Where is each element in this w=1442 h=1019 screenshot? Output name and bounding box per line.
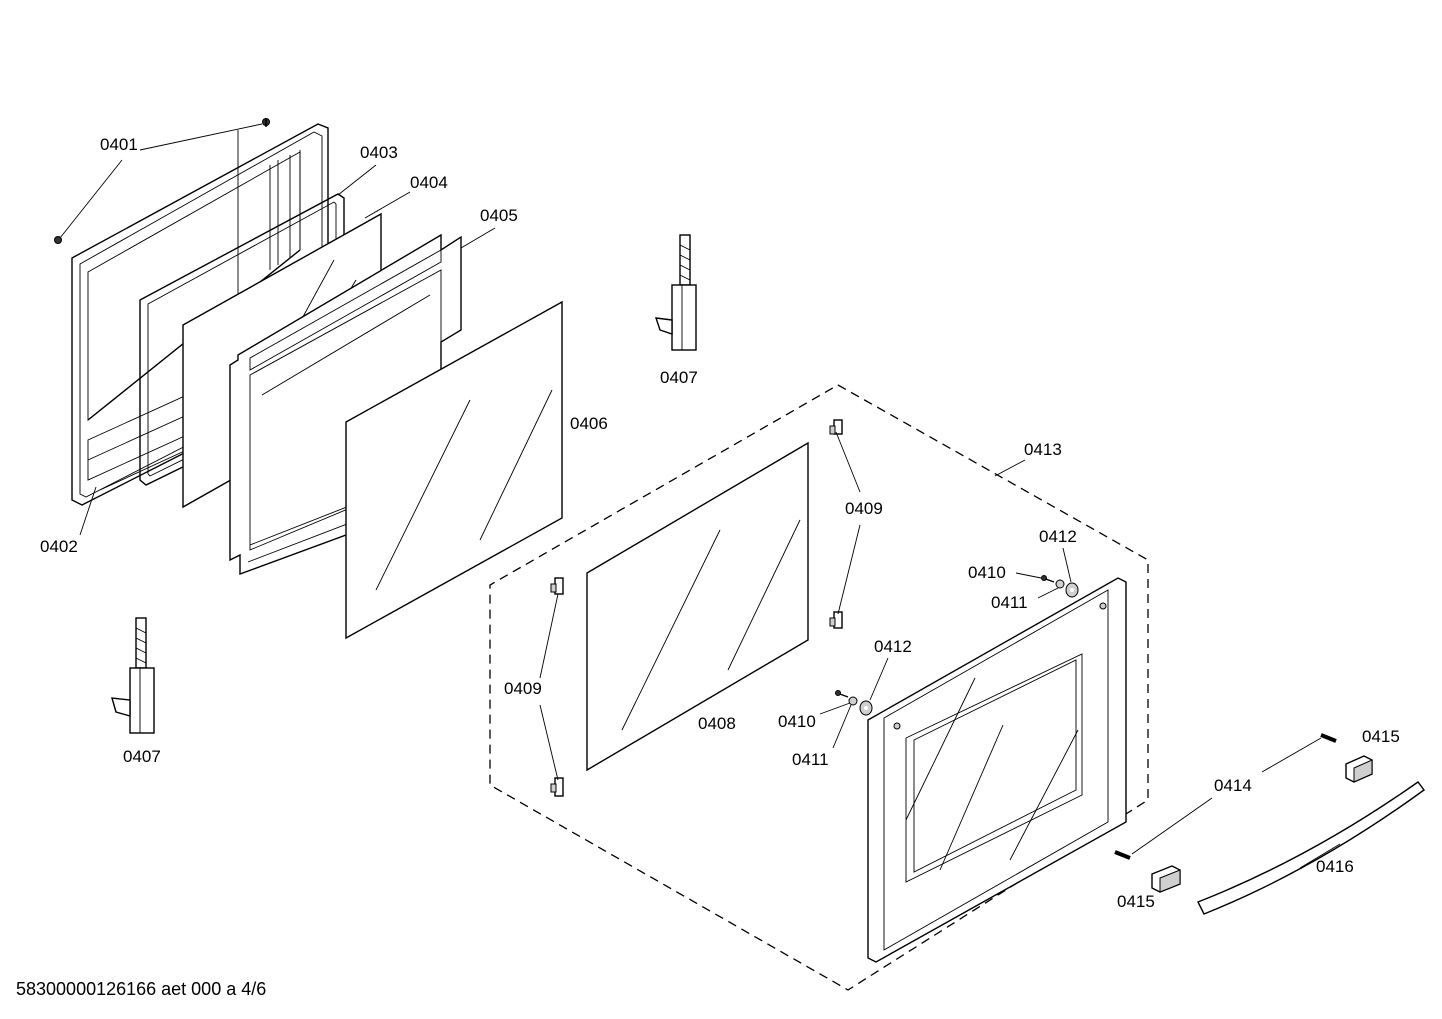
label-0416: 0416 [1316, 857, 1354, 876]
clip-0409-bottom-left [550, 777, 564, 797]
label-0409-left: 0409 [504, 679, 542, 698]
screw-0401-left [54, 236, 62, 244]
label-0412-top: 0412 [1039, 527, 1077, 546]
label-0411-top: 0411 [991, 593, 1028, 612]
label-0403: 0403 [360, 143, 398, 162]
spacer-0412-bottom [859, 700, 873, 716]
document-id: 58300000126166 aet 000 a 4/6 [16, 979, 267, 999]
label-0415-bottom: 0415 [1117, 892, 1155, 911]
assembly-outline-0413 [489, 384, 1149, 991]
end-cap-0415-bottom [1151, 865, 1181, 893]
door-handle [1197, 781, 1425, 915]
label-0402: 0402 [40, 537, 78, 556]
label-0408: 0408 [698, 714, 736, 733]
label-0401: 0401 [100, 135, 138, 154]
screw-0410-top [1041, 575, 1055, 583]
label-0411-bottom: 0411 [792, 750, 829, 769]
label-0407-top: 0407 [660, 368, 698, 387]
clip-0409-top-left [550, 577, 564, 595]
end-cap-0415-top [1345, 755, 1373, 783]
label-0409-right: 0409 [845, 499, 883, 518]
glass-pane-0406 [345, 300, 563, 640]
washer-0411-bottom [848, 696, 858, 706]
spacer-0412-top [1065, 582, 1079, 598]
hinge-0407-left [111, 617, 155, 734]
clip-0409-bottom-right [829, 611, 843, 629]
label-0407-left: 0407 [123, 747, 161, 766]
label-0406: 0406 [570, 414, 608, 433]
glass-pane-0408 [586, 441, 809, 772]
outer-door-panel [867, 577, 1127, 963]
washer-0411-top [1055, 579, 1065, 589]
label-0415-top: 0415 [1362, 727, 1400, 746]
label-0412-bottom: 0412 [874, 637, 912, 656]
label-0414: 0414 [1214, 776, 1252, 795]
screw-0410-bottom [835, 690, 849, 698]
clip-0409-top-right [829, 419, 843, 435]
label-0404: 0404 [410, 173, 448, 192]
pin-0414-top [1320, 733, 1337, 743]
label-0405: 0405 [480, 206, 518, 225]
leader-lines [59, 123, 1322, 855]
hinge-0407-top [654, 234, 697, 351]
label-0410-bottom: 0410 [778, 712, 816, 731]
pin-0414-bottom [1114, 850, 1131, 860]
screw-0401-top [262, 118, 270, 127]
label-0413: 0413 [1024, 440, 1062, 459]
label-0410-top: 0410 [968, 563, 1006, 582]
